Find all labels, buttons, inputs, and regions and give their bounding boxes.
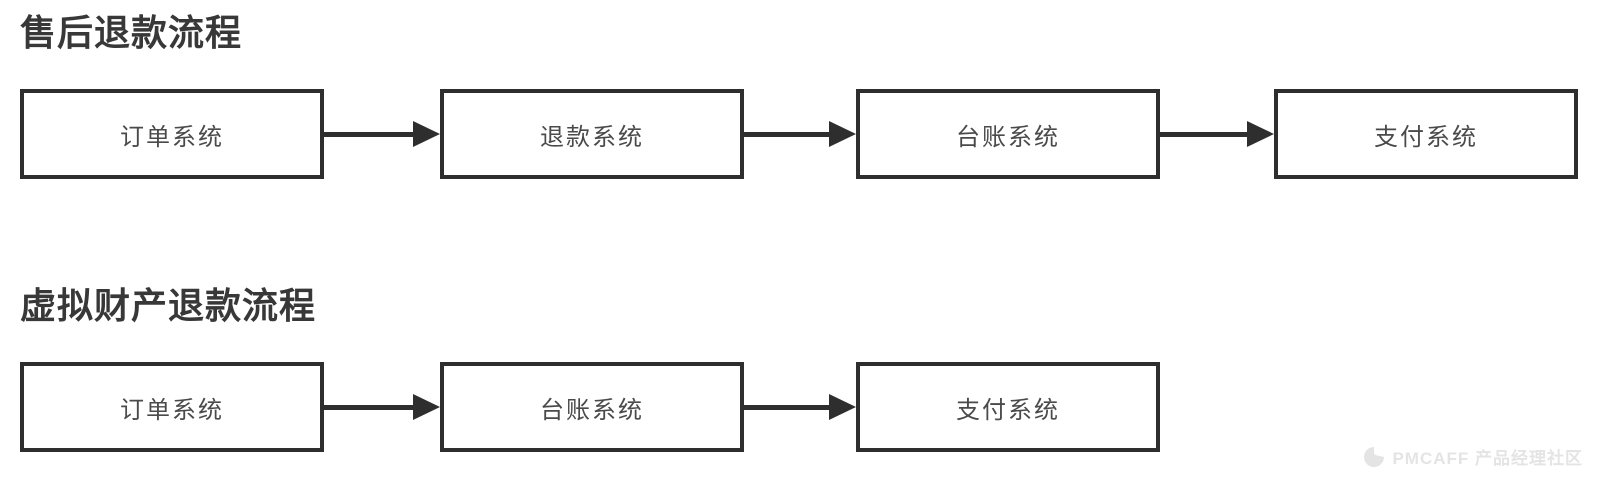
flow-node-label: 支付系统 bbox=[1374, 123, 1478, 151]
arrow-shaft bbox=[324, 131, 413, 137]
arrow-head bbox=[413, 121, 440, 147]
arrow-head bbox=[1247, 121, 1274, 147]
flow-title-after-sales-refund: 售后退款流程 bbox=[20, 12, 243, 53]
arrow-head bbox=[413, 394, 440, 420]
flow-node-label: 台账系统 bbox=[540, 396, 644, 424]
arrow-right-icon bbox=[744, 394, 856, 420]
flow-node-label: 支付系统 bbox=[956, 396, 1060, 424]
arrow-head bbox=[829, 121, 856, 147]
flow-node-ledger-system: 台账系统 bbox=[440, 362, 744, 452]
arrow-shaft bbox=[744, 404, 829, 410]
flow-node-label: 订单系统 bbox=[120, 123, 224, 151]
flow-node-payment-system: 支付系统 bbox=[856, 362, 1160, 452]
arrow-head bbox=[829, 394, 856, 420]
arrow-right-icon bbox=[324, 121, 440, 147]
flow-title-virtual-property-refund: 虚拟财产退款流程 bbox=[20, 285, 317, 326]
flow-node-label: 退款系统 bbox=[540, 123, 644, 151]
pmcaff-logo-icon bbox=[1363, 446, 1385, 468]
arrow-shaft bbox=[324, 404, 413, 410]
flow-node-ledger-system: 台账系统 bbox=[856, 89, 1160, 179]
arrow-right-icon bbox=[324, 394, 440, 420]
flow-node-order-system: 订单系统 bbox=[20, 89, 324, 179]
flow-node-label: 订单系统 bbox=[120, 396, 224, 424]
flow-node-order-system: 订单系统 bbox=[20, 362, 324, 452]
arrow-right-icon bbox=[1160, 121, 1274, 147]
flow-node-refund-system: 退款系统 bbox=[440, 89, 744, 179]
arrow-right-icon bbox=[744, 121, 856, 147]
flow-node-payment-system: 支付系统 bbox=[1274, 89, 1578, 179]
arrow-shaft bbox=[744, 131, 829, 137]
arrow-shaft bbox=[1160, 131, 1247, 137]
watermark: PMCAFF 产品经理社区 bbox=[1363, 444, 1583, 469]
flow-node-label: 台账系统 bbox=[956, 123, 1060, 151]
watermark-label: PMCAFF 产品经理社区 bbox=[1392, 449, 1583, 468]
